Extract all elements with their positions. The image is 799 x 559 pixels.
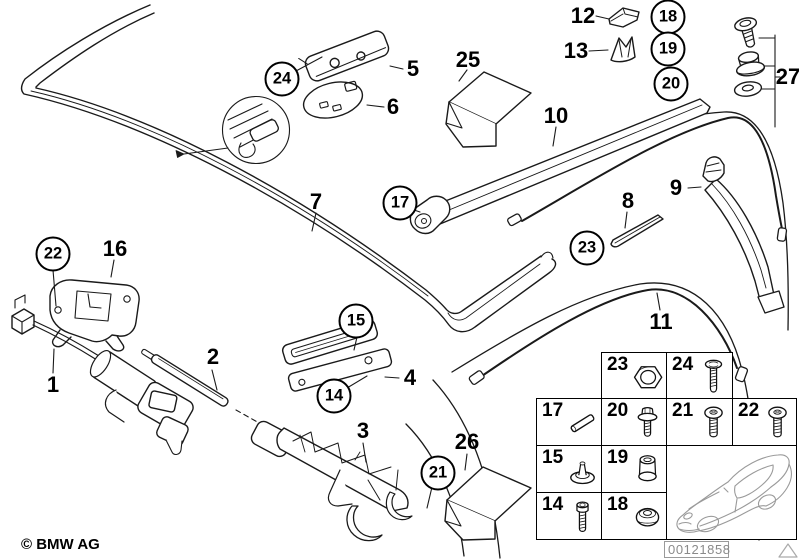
fastener-cell-number: 15 <box>542 447 564 468</box>
callout-17-circled: 17 <box>382 185 418 221</box>
callout-6: 6 <box>386 94 400 119</box>
fastener-cell-19: 19 <box>601 445 667 493</box>
fastener-cell-number: 21 <box>672 400 694 421</box>
callout-19-circled: 19 <box>650 31 686 67</box>
fastener-cell-22: 22 <box>732 398 797 446</box>
part-8-strip <box>610 214 664 248</box>
fastener-cell-number: 23 <box>607 354 629 375</box>
allen-screw-icon <box>564 495 601 537</box>
flange-bolt-icon <box>629 401 666 443</box>
part-9-pillar-seal <box>702 156 785 314</box>
callout-13: 13 <box>563 38 589 63</box>
fastener-cell-number: 20 <box>607 400 629 421</box>
fastener-cell-24: 24 <box>666 352 733 399</box>
part-26-kit-box <box>444 466 532 541</box>
callout-3: 3 <box>356 418 370 443</box>
car-silhouette-icon <box>676 454 792 533</box>
part-5-cover <box>298 30 390 82</box>
callout-16: 16 <box>102 236 128 261</box>
fastener-cell-number: 17 <box>542 400 564 421</box>
callout-20-circled: 20 <box>653 66 689 102</box>
part-7-frame-seal <box>20 4 557 333</box>
fastener-cell-number: 19 <box>607 447 629 468</box>
car-reference-box <box>666 445 797 540</box>
callout-24-circled: 24 <box>264 61 300 97</box>
fastener-cell-23: 23 <box>601 352 667 399</box>
callout-21-circled: 21 <box>420 455 456 491</box>
copyright-text: © BMW AG <box>21 536 100 553</box>
callout-27: 27 <box>775 64 799 89</box>
long-screw-icon <box>695 355 732 397</box>
callout-15-circled: 15 <box>338 303 374 339</box>
rubber-grommet-icon <box>629 495 666 537</box>
part-3-console <box>250 420 413 542</box>
seal-detail-magnifier <box>175 95 291 165</box>
bow-drive-cable-upper <box>507 116 788 242</box>
fastener-cell-21: 21 <box>666 398 733 446</box>
callout-8: 8 <box>621 188 635 213</box>
part-11-drive-cable <box>468 288 749 385</box>
part-12-clip <box>608 7 640 28</box>
fastener-cell-number: 22 <box>738 400 760 421</box>
callout-12: 12 <box>570 3 596 28</box>
callout-18-circled: 18 <box>650 0 686 35</box>
torx-screw-icon <box>695 401 732 443</box>
hex-nut-icon <box>629 355 666 397</box>
fastener-cell-14: 14 <box>536 492 602 540</box>
fastener-cell-number: 24 <box>672 354 694 375</box>
grommet-cone-icon <box>564 448 601 490</box>
part-17-roller-pin <box>409 195 451 235</box>
fastener-cell-number: 14 <box>542 494 564 515</box>
part-27-fastener-set <box>733 17 781 128</box>
fastener-cell-17: 17 <box>536 398 602 446</box>
callout-2: 2 <box>206 344 220 369</box>
fastener-cell-18: 18 <box>601 492 667 540</box>
fastener-cell-number: 18 <box>607 494 629 515</box>
part-number-box: 00121858 <box>664 541 730 558</box>
callout-26: 26 <box>454 429 480 454</box>
fastener-cell-15: 15 <box>536 445 602 493</box>
callout-23-circled: 23 <box>569 230 605 266</box>
callout-11: 11 <box>649 309 673 334</box>
callout-14-circled: 14 <box>316 378 352 414</box>
callout-7: 7 <box>309 189 323 214</box>
part-13-clip <box>610 36 636 63</box>
part-16-bracket <box>49 279 140 352</box>
part-1-drive-motor <box>11 294 194 455</box>
corner-triangle-icon <box>778 543 798 558</box>
fastener-cell-20: 20 <box>601 398 667 446</box>
callout-4: 4 <box>403 365 417 390</box>
part-25-kit-box <box>445 71 532 148</box>
callout-10: 10 <box>543 103 569 128</box>
callout-9: 9 <box>669 175 683 200</box>
callout-25: 25 <box>455 47 481 72</box>
bushing-icon <box>629 448 666 490</box>
part-6-gasket <box>302 80 364 119</box>
callout-22-circled: 22 <box>35 236 71 272</box>
callout-5: 5 <box>406 56 420 81</box>
leader-lines <box>52 15 702 509</box>
callout-1: 1 <box>46 372 60 397</box>
pin-icon <box>564 401 601 443</box>
torx-screw-icon <box>759 401 796 443</box>
